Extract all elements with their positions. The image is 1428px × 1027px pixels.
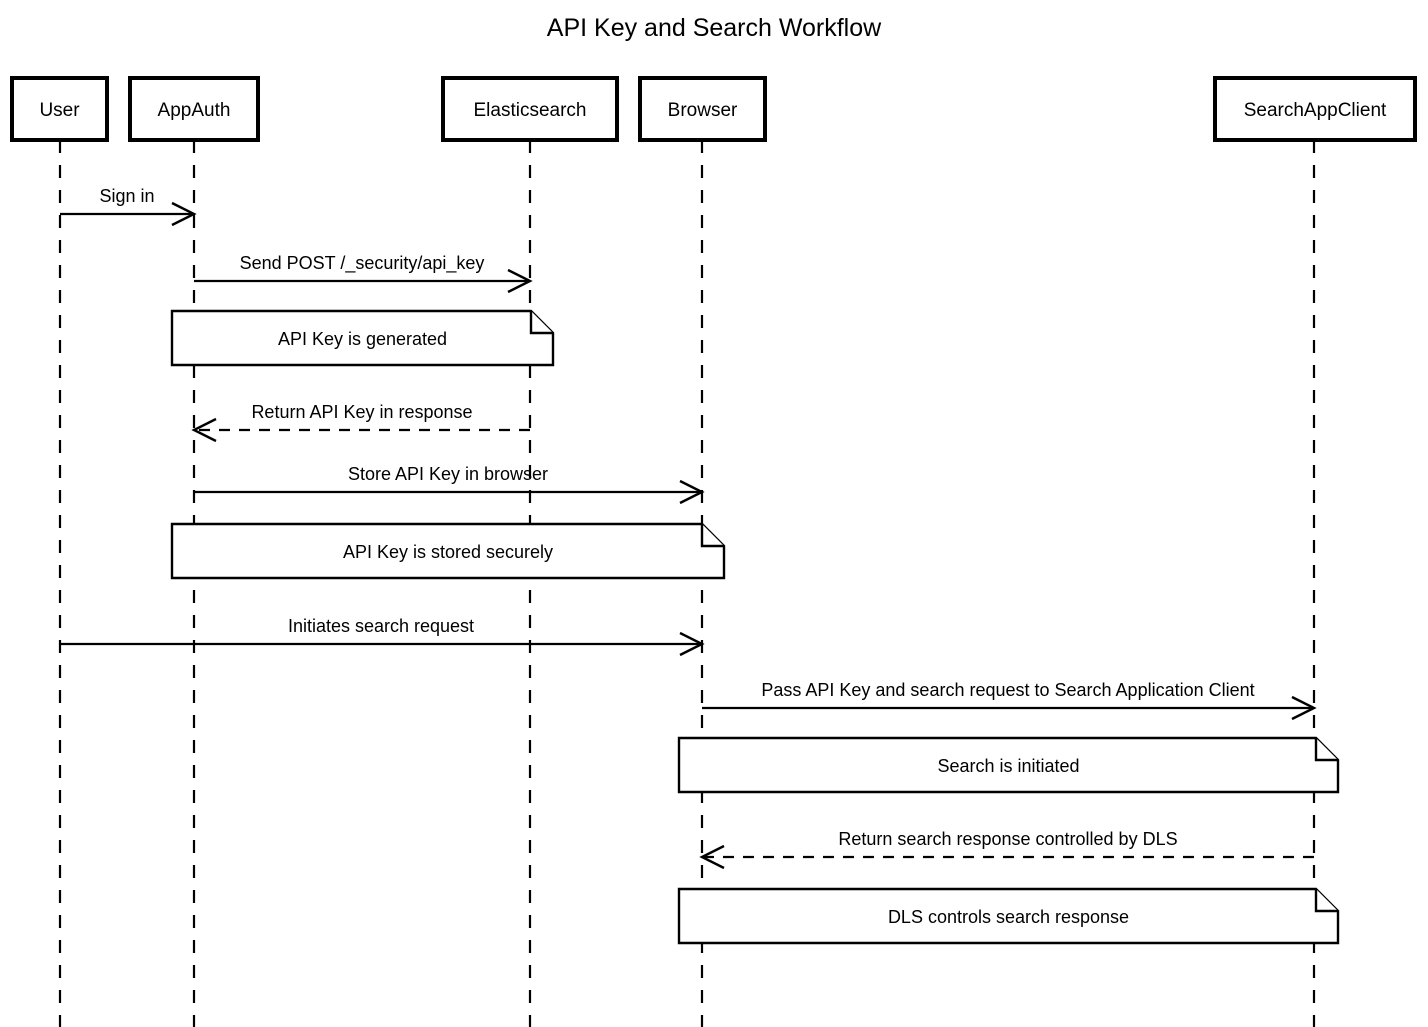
note-fold-n3: [1314, 738, 1338, 762]
message-arrowhead-m7: [699, 844, 725, 870]
participant-box-appauth[interactable]: [128, 76, 260, 142]
message-arrowhead-m3: [191, 417, 217, 443]
message-m6[interactable]: Pass API Key and search request to Searc…: [702, 680, 1317, 721]
participant-appauth[interactable]: AppAuth: [128, 76, 260, 142]
message-label-m3: Return API Key in response: [251, 402, 472, 422]
message-arrowhead-m6: [1291, 695, 1317, 721]
participant-label-appauth: AppAuth: [158, 100, 231, 121]
note-shape-n4: [677, 887, 1340, 945]
message-label-m7: Return search response controlled by DLS: [838, 829, 1177, 849]
note-fold-n4: [1314, 889, 1338, 913]
message-m1[interactable]: Sign in: [60, 186, 197, 227]
note-label-n4: DLS controls search response: [888, 907, 1129, 927]
note-shape-n2: [170, 522, 726, 580]
note-label-n3: Search is initiated: [937, 756, 1079, 776]
note-n4[interactable]: DLS controls search response: [677, 887, 1340, 945]
participant-elastic[interactable]: Elasticsearch: [441, 76, 619, 142]
participant-box-browser[interactable]: [638, 76, 767, 142]
participant-label-searchapp: SearchAppClient: [1244, 100, 1387, 121]
message-label-m2: Send POST /_security/api_key: [240, 253, 485, 274]
note-shape-n3: [677, 736, 1340, 794]
participant-label-elastic: Elasticsearch: [474, 100, 587, 121]
participant-box-elastic[interactable]: [441, 76, 619, 142]
participant-label-browser: Browser: [668, 100, 738, 121]
message-label-m6: Pass API Key and search request to Searc…: [761, 680, 1254, 700]
note-fold-n1: [529, 311, 553, 335]
participant-box-searchapp[interactable]: [1213, 76, 1417, 142]
note-n2[interactable]: API Key is stored securely: [170, 522, 726, 580]
message-arrowhead-m4: [679, 479, 705, 505]
note-n1[interactable]: API Key is generated: [170, 309, 555, 367]
participant-user[interactable]: User: [10, 76, 109, 142]
participant-searchapp[interactable]: SearchAppClient: [1213, 76, 1417, 142]
participants-layer: User AppAuth Elasticsearch Browser SearchApp…: [10, 76, 1417, 142]
participant-box-user[interactable]: [10, 76, 109, 142]
message-m7[interactable]: Return search response controlled by DLS: [699, 829, 1314, 870]
message-label-m5: Initiates search request: [288, 616, 474, 636]
note-fold-n2: [700, 524, 724, 548]
note-label-n1: API Key is generated: [278, 329, 447, 349]
participant-label-user: User: [39, 100, 80, 121]
message-m5[interactable]: Initiates search request: [60, 616, 705, 657]
message-m3[interactable]: Return API Key in response: [191, 402, 530, 443]
message-arrowhead-m2: [507, 268, 533, 294]
note-shape-n1: [170, 309, 555, 367]
message-m2[interactable]: Send POST /_security/api_key: [194, 253, 533, 294]
message-label-m1: Sign in: [99, 186, 154, 206]
page-title: API Key and Search Workflow: [547, 14, 882, 42]
message-arrowhead-m5: [679, 631, 705, 657]
participant-browser[interactable]: Browser: [638, 76, 767, 142]
message-label-m4: Store API Key in browser: [348, 464, 548, 484]
message-arrowhead-m1: [171, 201, 197, 227]
message-m4[interactable]: Store API Key in browser: [194, 464, 705, 505]
messages-layer: Sign in Send POST /_security/api_keyRetur…: [60, 186, 1317, 870]
note-n3[interactable]: Search is initiated: [677, 736, 1340, 794]
note-label-n2: API Key is stored securely: [343, 542, 553, 562]
